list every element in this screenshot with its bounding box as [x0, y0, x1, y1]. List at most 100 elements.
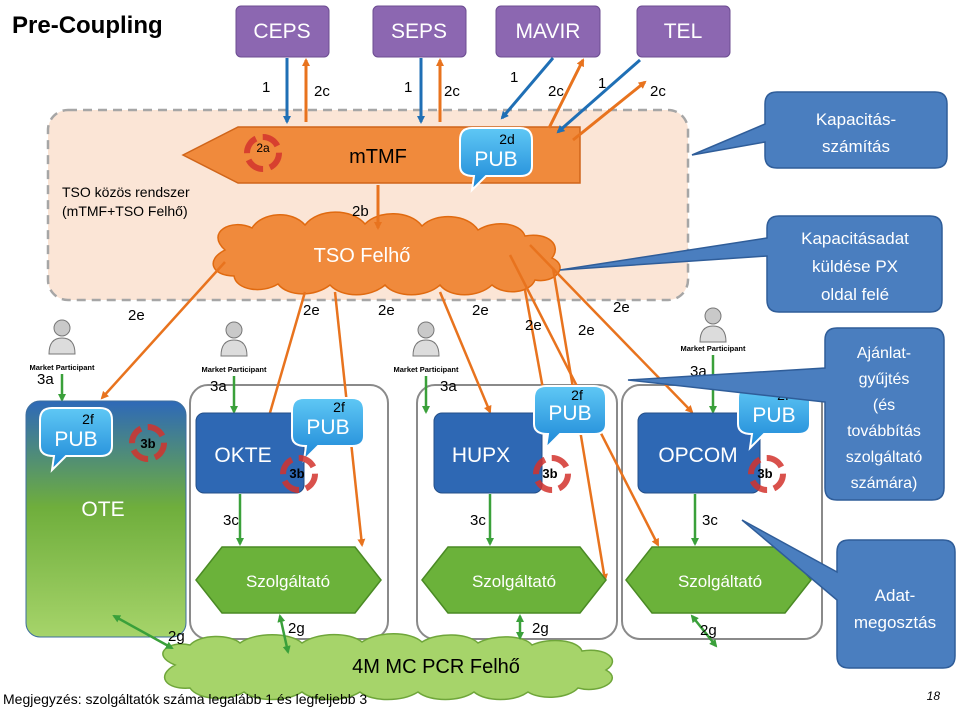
svg-text:2f: 2f	[571, 387, 583, 403]
market-participant-icon-hupx: Market Participant	[393, 321, 459, 374]
label-3c-hupx: 3c	[470, 512, 486, 529]
page-title: Pre-Coupling	[12, 12, 163, 39]
tso-box-mavir: MAVIR	[495, 5, 601, 58]
pcr-cloud: 4M MC PCR Felhő	[162, 633, 614, 701]
okte-label: OKTE	[214, 444, 271, 467]
hupx-block: HUPX	[433, 412, 543, 494]
pcr-cloud-label: 4M MC PCR Felhő	[352, 656, 520, 678]
callout-ajanlat: Ajánlat- gyűjtés (és továbbítás szolgált…	[627, 327, 945, 501]
label-2e-4: 2e	[472, 302, 489, 319]
label-3c-okte: 3c	[223, 512, 239, 529]
market-participant-icon-okte: Market Participant	[201, 321, 267, 374]
opcom-label: OPCOM	[658, 444, 737, 467]
svg-text:2d: 2d	[499, 131, 515, 147]
svg-text:Szolgáltató: Szolgáltató	[472, 572, 556, 591]
svg-text:MAVIR: MAVIR	[516, 20, 581, 43]
label-2e-7: 2e	[613, 299, 630, 316]
footnote: Megjegyzés: szolgáltatók száma legalább …	[3, 691, 367, 707]
svg-text:Adat-: Adat-	[875, 586, 916, 605]
label-3c-opcom: 3c	[702, 512, 718, 529]
svg-text:(és: (és	[873, 397, 895, 414]
tso-arrows	[283, 57, 647, 142]
mtmf-label: mTMF	[349, 146, 407, 168]
market-participant-icon-opcom: Market Participant	[680, 307, 746, 353]
label-2c-mavir: 2c	[548, 83, 564, 100]
svg-text:számítás: számítás	[822, 137, 890, 156]
label-3a-okte: 3a	[210, 378, 227, 395]
page-number: 18	[927, 689, 941, 703]
label-2b: 2b	[352, 203, 369, 220]
label-1-tel: 1	[598, 75, 606, 92]
provider-hupx: Szolgáltató	[421, 546, 607, 614]
callout-kapacitasadat: Kapacitásadat küldése PX oldal felé	[559, 215, 943, 313]
label-2c-seps: 2c	[444, 83, 460, 100]
svg-text:3b: 3b	[289, 466, 304, 481]
svg-text:küldése PX: küldése PX	[812, 257, 898, 276]
callout-adat: Adat- megosztás	[741, 519, 956, 669]
svg-text:PUB: PUB	[54, 428, 97, 451]
recycle-icon-3b-ote: 3b	[129, 424, 167, 462]
tso-cloud: TSO Felhő	[212, 211, 561, 296]
label-2e-2: 2e	[303, 302, 320, 319]
svg-text:továbbítás: továbbítás	[847, 423, 921, 440]
svg-text:Kapacitás-: Kapacitás-	[816, 110, 896, 129]
pub-icon-ote: 2f PUB	[39, 407, 113, 473]
svg-text:3b: 3b	[542, 466, 557, 481]
svg-text:Market Participant: Market Participant	[393, 365, 459, 374]
tso-system-label-line1: TSO közös rendszer	[62, 184, 190, 200]
label-2g-hupx: 2g	[532, 620, 549, 637]
svg-text:gyűjtés: gyűjtés	[859, 371, 910, 388]
tso-cloud-label: TSO Felhő	[314, 245, 411, 267]
svg-text:Market Participant: Market Participant	[201, 365, 267, 374]
label-3a-hupx: 3a	[440, 378, 457, 395]
opcom-block: OPCOM	[637, 412, 761, 494]
pub-icon-hupx: 2f PUB	[533, 385, 607, 451]
svg-text:Market Participant: Market Participant	[29, 363, 95, 372]
label-2e-5: 2e	[525, 317, 542, 334]
tso-box-ceps: CEPS	[235, 5, 330, 58]
label-2e-3: 2e	[378, 302, 395, 319]
svg-text:2f: 2f	[333, 399, 345, 415]
okte-block: OKTE	[195, 412, 305, 494]
pub-icon-2d: 2d PUB	[459, 127, 533, 193]
svg-text:Market Participant: Market Participant	[680, 344, 746, 353]
svg-text:SEPS: SEPS	[391, 20, 447, 43]
label-2g-ote: 2g	[168, 628, 185, 645]
label-2e-6: 2e	[578, 322, 595, 339]
label-2g-okte: 2g	[288, 620, 305, 637]
recycle-icon-2a: 2a	[244, 134, 282, 172]
arrows-3c	[236, 494, 699, 546]
provider-opcom: Szolgáltató	[625, 546, 812, 614]
svg-text:PUB: PUB	[474, 148, 517, 171]
svg-text:Szolgáltató: Szolgáltató	[678, 572, 762, 591]
svg-text:Szolgáltató: Szolgáltató	[246, 572, 330, 591]
label-1-ceps: 1	[262, 79, 270, 96]
svg-text:3b: 3b	[140, 436, 155, 451]
provider-okte: Szolgáltató	[195, 546, 382, 614]
svg-text:2f: 2f	[82, 411, 94, 427]
svg-text:CEPS: CEPS	[253, 20, 310, 43]
pub-icon-okte: 2f PUB	[291, 397, 365, 463]
arrows-2g	[112, 614, 718, 654]
svg-text:Kapacitásadat: Kapacitásadat	[801, 229, 909, 248]
label-1-mavir: 1	[510, 69, 518, 86]
svg-text:számára): számára)	[851, 475, 918, 492]
label-1-seps: 1	[404, 79, 412, 96]
svg-text:PUB: PUB	[306, 416, 349, 439]
recycle-icon-3b-hupx: 3b	[533, 455, 571, 493]
recycle-icon-3b-opcom: 3b	[748, 455, 786, 493]
svg-text:3b: 3b	[757, 466, 772, 481]
svg-text:2a: 2a	[256, 141, 270, 155]
market-participant-icon-ote: Market Participant	[29, 319, 95, 372]
tso-box-tel: TEL	[636, 5, 731, 58]
svg-text:oldal felé: oldal felé	[821, 285, 889, 304]
svg-text:TEL: TEL	[664, 20, 703, 43]
hupx-label: HUPX	[452, 444, 510, 467]
recycle-icon-3b-okte: 3b	[280, 455, 318, 493]
svg-text:szolgáltató: szolgáltató	[846, 449, 923, 466]
label-2e-1: 2e	[128, 307, 145, 324]
svg-text:PUB: PUB	[548, 402, 591, 425]
ote-label: OTE	[81, 498, 124, 521]
tso-system-label-line2: (mTMF+TSO Felhő)	[62, 203, 188, 219]
